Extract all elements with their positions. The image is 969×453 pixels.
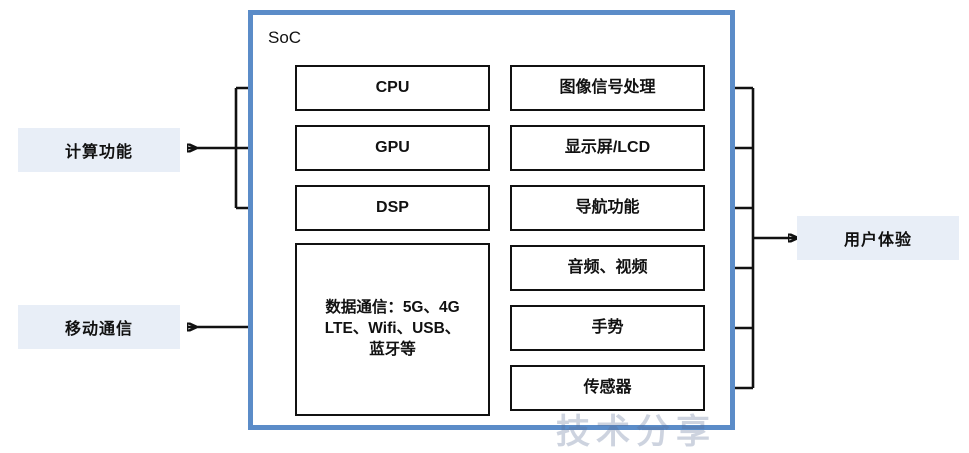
block-navigation[interactable]: 导航功能	[510, 185, 705, 231]
block-image-signal-processing[interactable]: 图像信号处理	[510, 65, 705, 111]
output-user-experience[interactable]: 用户体验	[797, 216, 959, 260]
output-user-experience-label: 用户体验	[843, 232, 912, 249]
block-data-communication-line2: LTE、Wifi、USB、	[324, 320, 461, 338]
block-cpu-label: CPU	[375, 79, 410, 97]
block-cpu[interactable]: CPU	[295, 65, 490, 111]
soc-title: SoC	[268, 28, 302, 47]
diagram-canvas: SoC CPU GPU DSP 数据通信：5G、4G LTE、Wifi、USB、…	[18, 10, 959, 451]
block-gesture[interactable]: 手势	[510, 305, 705, 351]
output-mobile-communication[interactable]: 移动通信	[18, 305, 180, 349]
block-audio-video[interactable]: 音频、视频	[510, 245, 705, 291]
block-gpu[interactable]: GPU	[295, 125, 490, 171]
block-audio-video-label: 音频、视频	[567, 259, 648, 277]
output-compute-function[interactable]: 计算功能	[18, 128, 180, 172]
block-data-communication[interactable]: 数据通信：5G、4G LTE、Wifi、USB、 蓝牙等	[295, 243, 490, 416]
block-navigation-label: 导航功能	[575, 199, 640, 217]
block-display-lcd[interactable]: 显示屏/LCD	[510, 125, 705, 171]
output-mobile-communication-label: 移动通信	[64, 321, 133, 338]
block-gesture-label: 手势	[591, 319, 624, 337]
block-sensor[interactable]: 传感器	[510, 365, 705, 411]
block-dsp[interactable]: DSP	[295, 185, 490, 231]
output-compute-function-label: 计算功能	[64, 144, 133, 161]
block-gpu-label: GPU	[375, 139, 410, 157]
block-image-signal-processing-label: 图像信号处理	[559, 79, 656, 97]
block-data-communication-line3: 蓝牙等	[369, 340, 416, 358]
block-data-communication-line1: 数据通信：5G、4G	[325, 299, 460, 317]
block-sensor-label: 传感器	[583, 379, 632, 397]
block-dsp-label: DSP	[376, 199, 409, 217]
block-display-lcd-label: 显示屏/LCD	[564, 139, 651, 157]
